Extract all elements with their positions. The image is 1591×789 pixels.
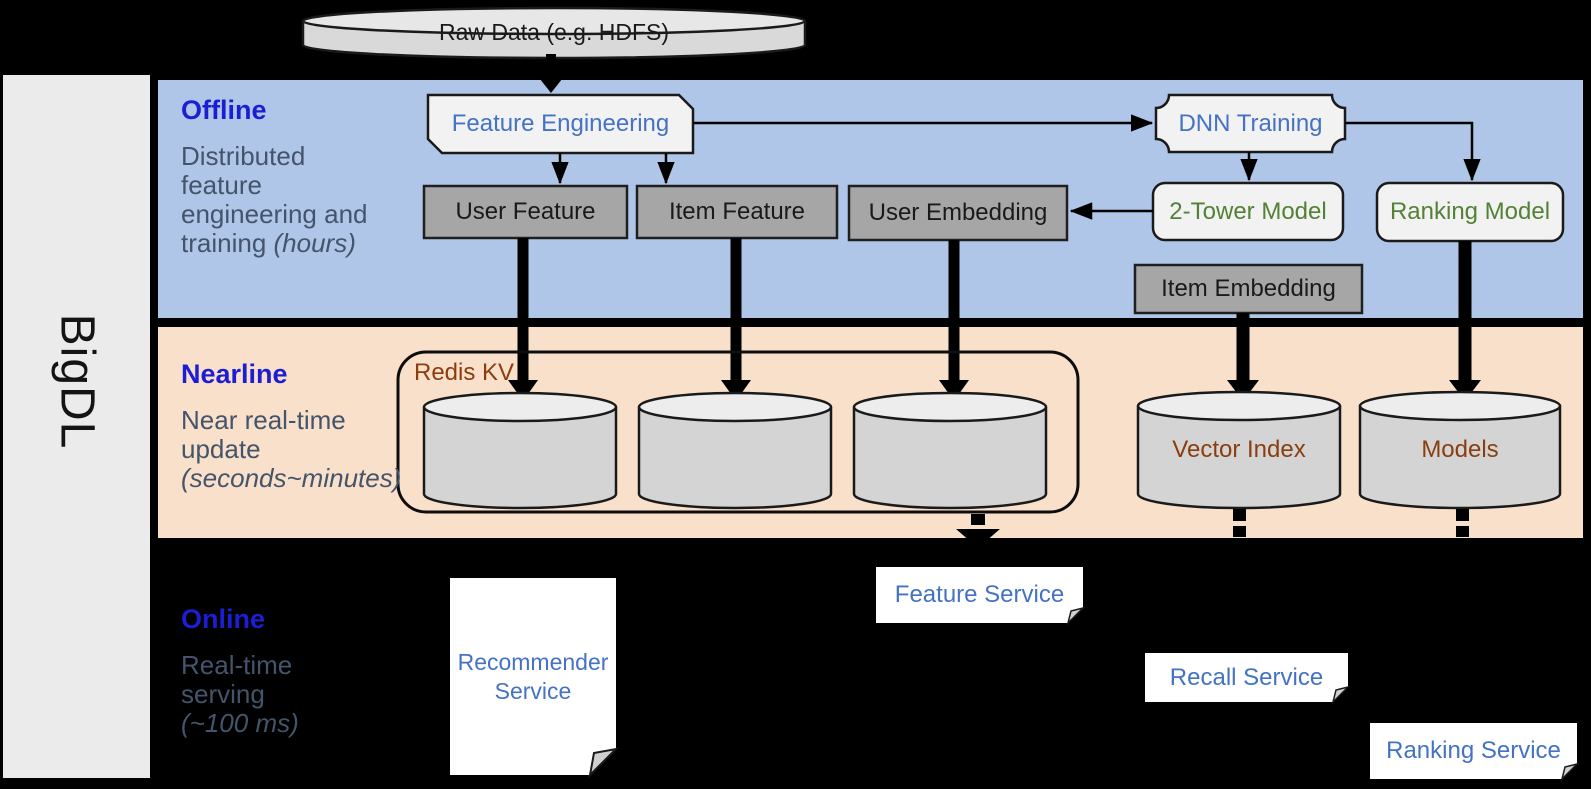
nearline-section-text: Nearline Near real-time update (seconds~… [181, 360, 401, 493]
nearline-line-2: update [181, 434, 261, 464]
online-section-text: Online Real-time serving (~100 ms) [181, 605, 299, 738]
offline-line-2: feature [181, 170, 262, 200]
dashed-link-models-to-ranking-service [1456, 509, 1469, 537]
redis-cylinder-2 [637, 391, 833, 510]
dashed-link-vector-index-to-recall-service [1233, 509, 1246, 537]
offline-section-text: Offline Distributed feature engineering … [181, 96, 368, 258]
nearline-line-3: (seconds~minutes) [181, 463, 402, 493]
ranking-service-node [1370, 723, 1580, 782]
recommender-service-node [450, 578, 619, 778]
nearline-line-1: Near real-time [181, 405, 346, 435]
arrow-user-feature-to-redis [508, 238, 538, 401]
arrow-dnn-training-to-ranking-model [1345, 121, 1481, 182]
two-tower-model-node [1151, 181, 1345, 242]
offline-line-4-italic: (hours) [273, 228, 356, 258]
dnn-training-node [1154, 93, 1347, 154]
redis-kv-container [396, 350, 1080, 514]
offline-line-4: training (hours) [181, 229, 368, 258]
user-feature-node [422, 184, 629, 240]
online-line-1: Real-time [181, 650, 293, 680]
bigdl-sidebar: BigDL [3, 75, 150, 778]
offline-title: Offline [181, 95, 267, 125]
online-line-3: (~100 ms) [181, 708, 299, 738]
feature-engineering-node [426, 93, 695, 155]
user-embedding-node [847, 184, 1069, 242]
models-cylinder [1358, 390, 1562, 510]
arrow-ranking-model-to-models [1449, 241, 1481, 401]
redis-cylinder-3 [852, 391, 1048, 510]
recall-service-node [1145, 653, 1351, 705]
redis-cylinder-1 [422, 391, 618, 510]
feature-service-node [876, 567, 1086, 626]
offline-line-4-plain: training [181, 228, 274, 258]
nearline-title: Nearline [181, 359, 288, 389]
item-feature-node [635, 184, 839, 240]
online-title: Online [181, 604, 266, 634]
arrow-user-embedding-to-redis [939, 240, 969, 401]
arrow-rawdata-to-feature-engineering [536, 54, 566, 93]
online-line-2: serving [181, 679, 265, 709]
arrow-item-feature-to-redis [721, 238, 751, 401]
bigdl-label: BigDL [49, 313, 103, 450]
ranking-model-node [1375, 181, 1565, 243]
offline-line-3: engineering and [181, 199, 368, 229]
dashed-arrow-redis-to-feature-service [956, 514, 1000, 548]
raw-data-cylinder [301, 6, 807, 60]
vector-index-cylinder [1136, 390, 1342, 510]
item-embedding-node [1133, 263, 1364, 315]
offline-line-1: Distributed [181, 141, 306, 171]
arrow-item-embedding-to-vector-index [1227, 313, 1259, 401]
